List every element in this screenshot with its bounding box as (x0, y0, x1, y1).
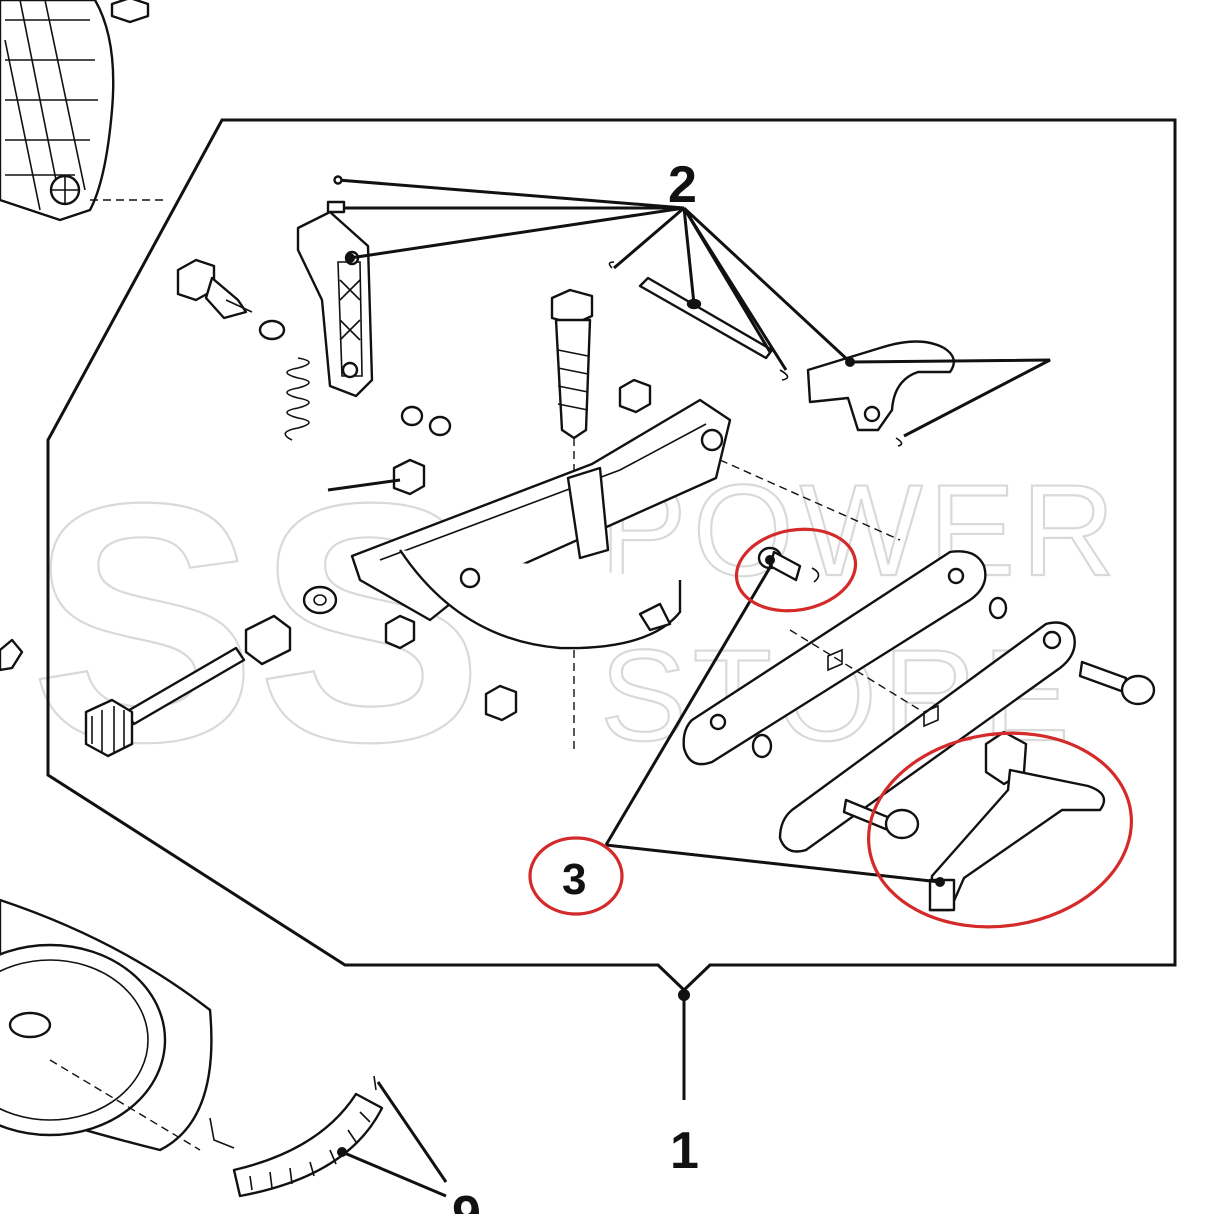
callout-3-highlight-marker (528, 836, 624, 916)
hex-bolt (550, 288, 594, 520)
highlight-markers (528, 527, 1133, 929)
tension-spring (284, 357, 310, 441)
callout-9: 9 (452, 1186, 481, 1214)
clamp-plates (682, 550, 1076, 853)
lock-bracket (806, 340, 956, 432)
knob-bolt (0, 585, 518, 758)
lever-bracket (296, 210, 374, 398)
callout-2: 2 (668, 156, 697, 214)
cap-screws (842, 660, 1156, 840)
carriage-body (350, 398, 901, 750)
callout-3-leaders (604, 555, 945, 887)
small-washers (392, 378, 652, 496)
callout-2-leaders (326, 175, 1051, 438)
callout-1: 1 (670, 1122, 699, 1180)
misc-leaders (327, 478, 401, 492)
assembly-frame (46, 118, 1177, 1100)
bevel-scale (209, 1075, 448, 1198)
set-screw-highlight-marker (734, 527, 858, 613)
callout-3: 3 (562, 855, 586, 904)
adjacent-part-top-left (0, 0, 165, 222)
handle-highlight-marker (867, 731, 1133, 929)
shoulder-bolt-top (176, 258, 286, 341)
turntable-base (0, 898, 213, 1152)
